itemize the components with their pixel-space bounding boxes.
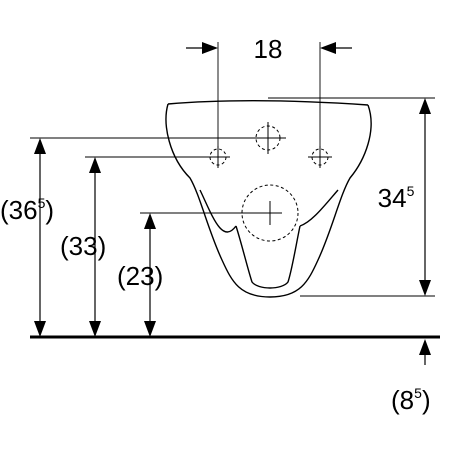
arrow-365-top — [34, 138, 46, 154]
extension-lines — [30, 42, 435, 297]
arrow-23-top — [144, 213, 156, 229]
dim-365-label: (365) — [0, 195, 54, 225]
arrowheads — [34, 42, 431, 355]
arrow-23-bottom — [144, 321, 156, 337]
arrow-365-bottom — [34, 321, 46, 337]
arrow-345-bottom — [419, 280, 431, 296]
outlet-circle — [241, 184, 299, 242]
bowl-inner-trap — [235, 225, 301, 289]
arrow-85-up — [419, 339, 431, 355]
dim-18-label: 18 — [254, 34, 283, 64]
toilet-bowl — [165, 100, 372, 298]
arrow-33-bottom — [89, 321, 101, 337]
dimension-lines — [39, 47, 426, 365]
arrow-18-left — [202, 42, 218, 54]
center-marks — [206, 122, 332, 225]
bowl-outer-body — [165, 103, 372, 298]
arrow-18-right — [320, 42, 336, 54]
bowl-inner-left — [199, 189, 237, 233]
dim-33-label: (33) — [60, 231, 106, 261]
dim-23-label: (23) — [117, 261, 163, 291]
dim-85-label: (85) — [391, 385, 431, 415]
dim-345-label: 345 — [378, 183, 415, 213]
bowl-inner-right — [299, 189, 339, 227]
arrow-345-top — [419, 98, 431, 114]
fixing-holes — [209, 125, 329, 242]
bowl-rim — [167, 100, 369, 106]
arrow-33-top — [89, 157, 101, 173]
